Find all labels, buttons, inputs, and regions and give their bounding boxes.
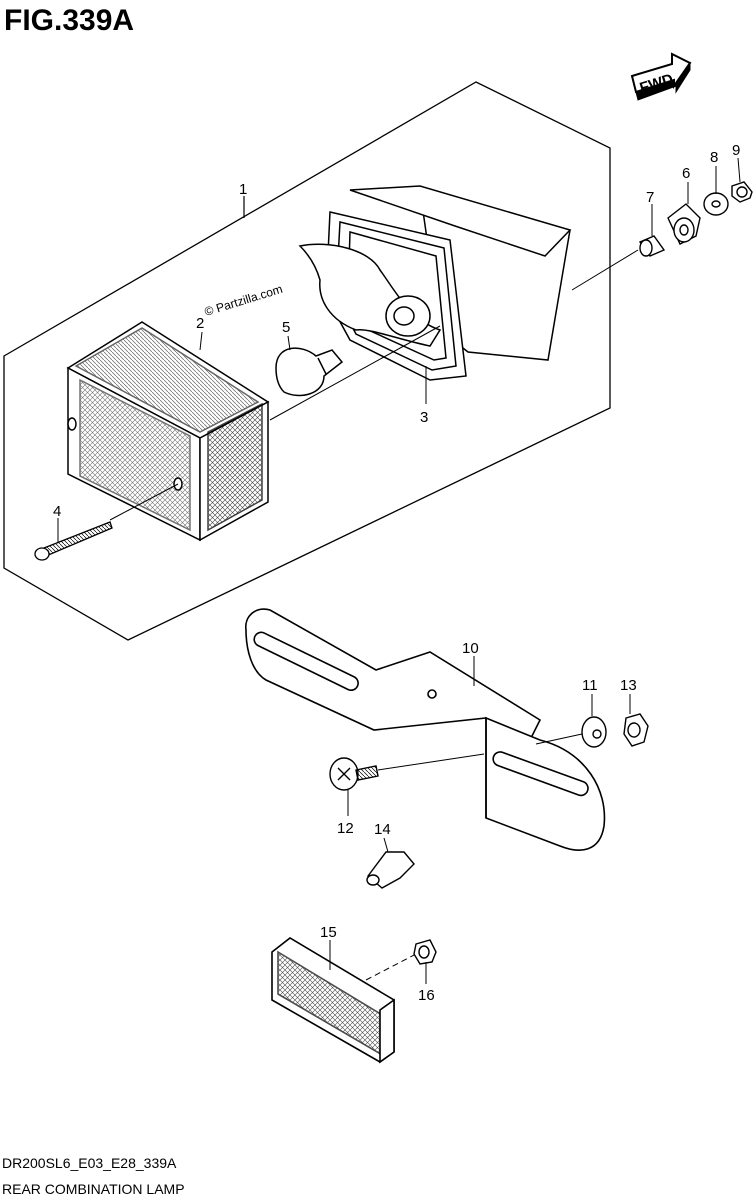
bracket [245, 608, 606, 851]
callout-3[interactable]: 3 [420, 409, 428, 426]
leader-dash-collar [571, 249, 639, 291]
callout-12[interactable]: 12 [337, 820, 354, 837]
leader-line-14 [383, 837, 389, 853]
leader-screw-lens [109, 483, 179, 521]
nut-16 [413, 939, 437, 965]
leader-bracket-washer [535, 733, 583, 745]
cushion [366, 851, 415, 889]
collar [638, 235, 666, 257]
callout-9[interactable]: 9 [732, 142, 740, 159]
leader-screw-bracket [377, 753, 485, 771]
callout-5[interactable]: 5 [282, 319, 290, 336]
lamp-housing [298, 185, 572, 381]
leader-line-5 [287, 335, 291, 351]
callout-1[interactable]: 1 [239, 181, 247, 198]
callout-10[interactable]: 10 [462, 640, 479, 657]
nut [731, 181, 753, 203]
nut-13 [623, 713, 649, 747]
assembly-frame [3, 81, 611, 641]
bulb [275, 347, 344, 397]
callout-4[interactable]: 4 [53, 503, 61, 520]
callout-11[interactable]: 11 [582, 677, 598, 694]
lens [66, 321, 270, 542]
watermark: © Partzilla.com [203, 282, 284, 319]
screw-12 [329, 757, 379, 791]
leader-dash-lens-bulb [269, 325, 441, 421]
callout-8[interactable]: 8 [710, 149, 718, 166]
leader-line-9 [737, 157, 741, 183]
callout-16[interactable]: 16 [418, 987, 435, 1004]
diagram-name: REAR COMBINATION LAMP [2, 1181, 185, 1197]
reflector [271, 937, 395, 1064]
callout-2[interactable]: 2 [196, 315, 204, 332]
leader-line-2 [199, 331, 203, 351]
grommet [667, 203, 701, 245]
washer-11 [581, 716, 607, 748]
washer [703, 192, 729, 216]
figure-title: FIG.339A [4, 4, 134, 37]
callout-13[interactable]: 13 [620, 677, 637, 694]
callout-6[interactable]: 6 [682, 165, 690, 182]
forward-arrow-icon: FWD [630, 52, 692, 101]
callout-15[interactable]: 15 [320, 924, 337, 941]
screw [34, 521, 113, 561]
callout-14[interactable]: 14 [374, 821, 391, 838]
leader-reflector-nut [365, 953, 417, 981]
callout-7[interactable]: 7 [646, 189, 654, 206]
diagram-code: DR200SL6_E03_E28_339A [2, 1155, 177, 1171]
